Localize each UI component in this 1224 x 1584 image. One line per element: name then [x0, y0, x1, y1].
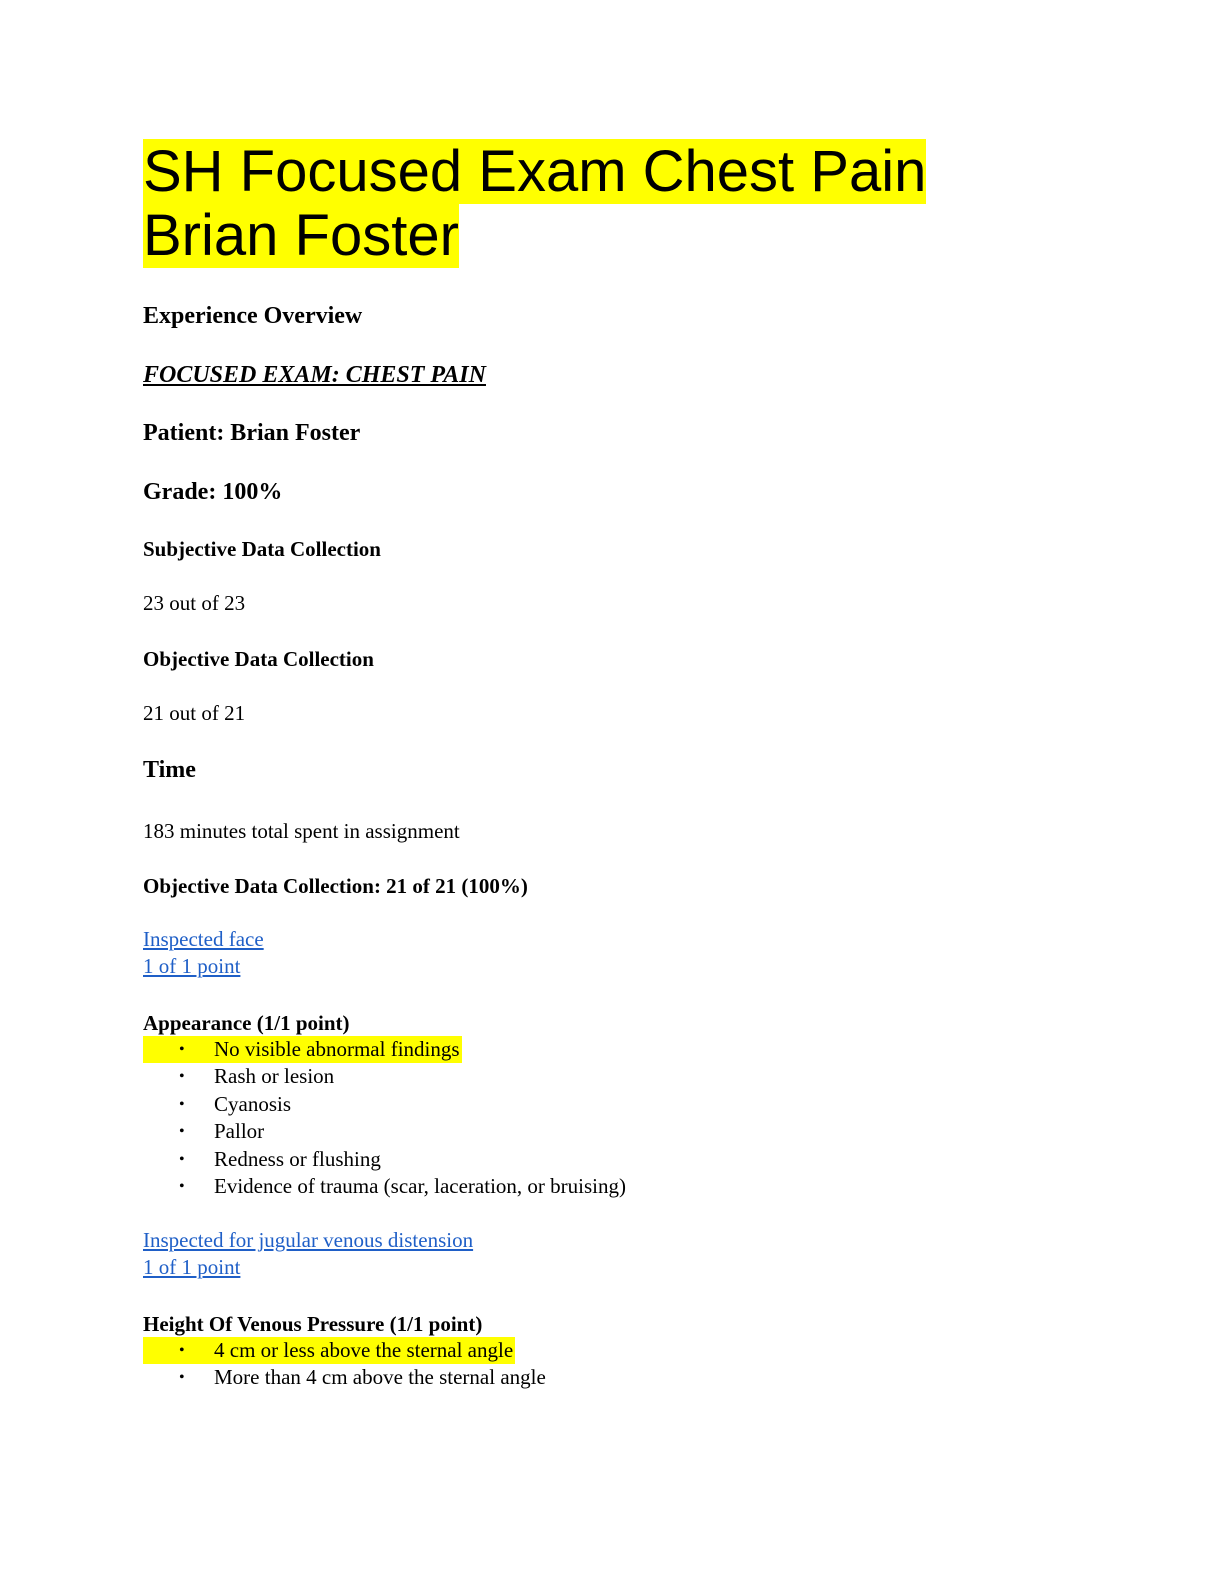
- document-title: SH Focused Exam Chest Pain Brian Foster: [143, 139, 927, 268]
- bullet-icon: •: [179, 1068, 185, 1086]
- bullet-icon: •: [179, 1178, 185, 1196]
- grade-heading: Grade: 100%: [143, 479, 283, 505]
- focused-exam-heading: FOCUSED EXAM: CHEST PAIN: [143, 362, 486, 388]
- time-heading: Time: [143, 757, 196, 783]
- bullet-icon: •: [179, 1041, 185, 1058]
- list-item: •Cyanosis: [143, 1091, 626, 1118]
- bullet-icon: •: [179, 1369, 185, 1387]
- subjective-heading: Subjective Data Collection: [143, 537, 381, 561]
- appearance-options: •No visible abnormal findings •Rash or l…: [143, 1036, 626, 1200]
- section-inspected-jvd: Inspected for jugular venous distension …: [143, 1227, 473, 1281]
- time-value: 183 minutes total spent in assignment: [143, 819, 460, 843]
- appearance-heading: Appearance (1/1 point): [143, 1011, 350, 1035]
- list-item: •Rash or lesion: [143, 1063, 626, 1090]
- list-item: •More than 4 cm above the sternal angle: [143, 1364, 546, 1391]
- list-item: •Redness or flushing: [143, 1146, 626, 1173]
- inspected-jvd-link[interactable]: Inspected for jugular venous distension: [143, 1228, 474, 1252]
- bullet-icon: •: [179, 1150, 185, 1168]
- subjective-score: 23 out of 23: [143, 591, 246, 615]
- experience-overview-heading: Experience Overview: [143, 303, 363, 329]
- venous-pressure-heading: Height Of Venous Pressure (1/1 point): [143, 1312, 483, 1336]
- list-item: •Evidence of trauma (scar, laceration, o…: [143, 1173, 626, 1200]
- objective-heading: Objective Data Collection: [143, 647, 374, 671]
- inspected-face-link[interactable]: Inspected face: [143, 927, 264, 951]
- bullet-icon: •: [179, 1123, 185, 1141]
- inspected-face-points-link[interactable]: 1 of 1 point: [143, 954, 241, 978]
- section-inspected-face: Inspected face 1 of 1 point: [143, 926, 264, 980]
- list-item: •No visible abnormal findings: [143, 1036, 462, 1064]
- bullet-icon: •: [179, 1342, 185, 1359]
- inspected-jvd-points-link[interactable]: 1 of 1 point: [143, 1255, 241, 1279]
- objective-score: 21 out of 21: [143, 701, 246, 725]
- venous-pressure-options: •4 cm or less above the sternal angle •M…: [143, 1337, 546, 1392]
- bullet-icon: •: [179, 1095, 185, 1113]
- list-item: •4 cm or less above the sternal angle: [143, 1337, 516, 1365]
- objective-summary-heading: Objective Data Collection: 21 of 21 (100…: [143, 874, 528, 898]
- patient-heading: Patient: Brian Foster: [143, 420, 361, 446]
- list-item: •Pallor: [143, 1118, 626, 1145]
